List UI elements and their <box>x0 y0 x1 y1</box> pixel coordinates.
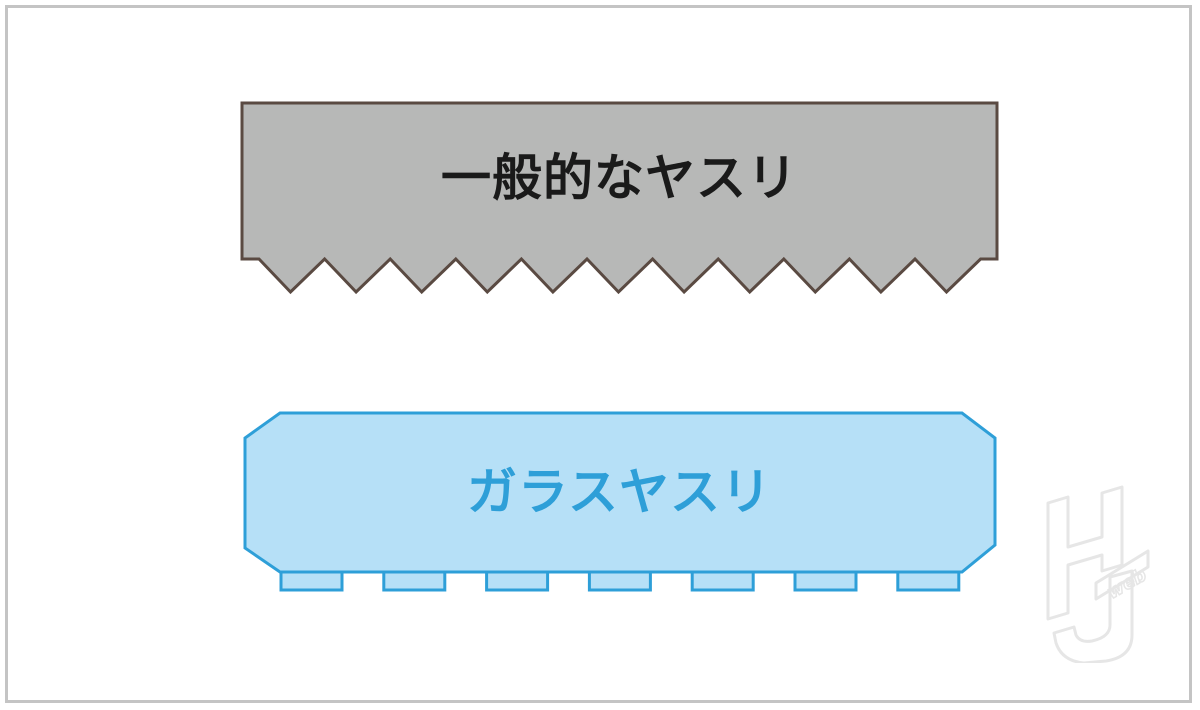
logo-web-band <box>1094 549 1150 601</box>
hj-web-logo: web <box>1046 485 1150 663</box>
normal-file-label: 一般的なヤスリ <box>441 149 798 207</box>
glass-file-bump <box>896 570 961 592</box>
logo-web-text: web <box>1104 564 1150 603</box>
diagram-frame <box>5 5 1192 703</box>
logo-h-mark <box>1046 485 1124 621</box>
glass-file-bump <box>485 570 550 592</box>
glass-file-bump <box>382 570 447 592</box>
glass-file-bump <box>690 570 755 592</box>
glass-file-bump <box>279 570 344 592</box>
normal-file-shape <box>240 101 999 295</box>
glass-file-bump <box>587 570 652 592</box>
glass-file-label: ガラスヤスリ <box>467 463 772 521</box>
normal-file-body <box>240 101 999 295</box>
glass-file-bump <box>793 570 858 592</box>
logo-j-mark <box>1052 569 1134 663</box>
glass-file-shape <box>243 411 997 592</box>
glass-file-body <box>243 411 997 574</box>
